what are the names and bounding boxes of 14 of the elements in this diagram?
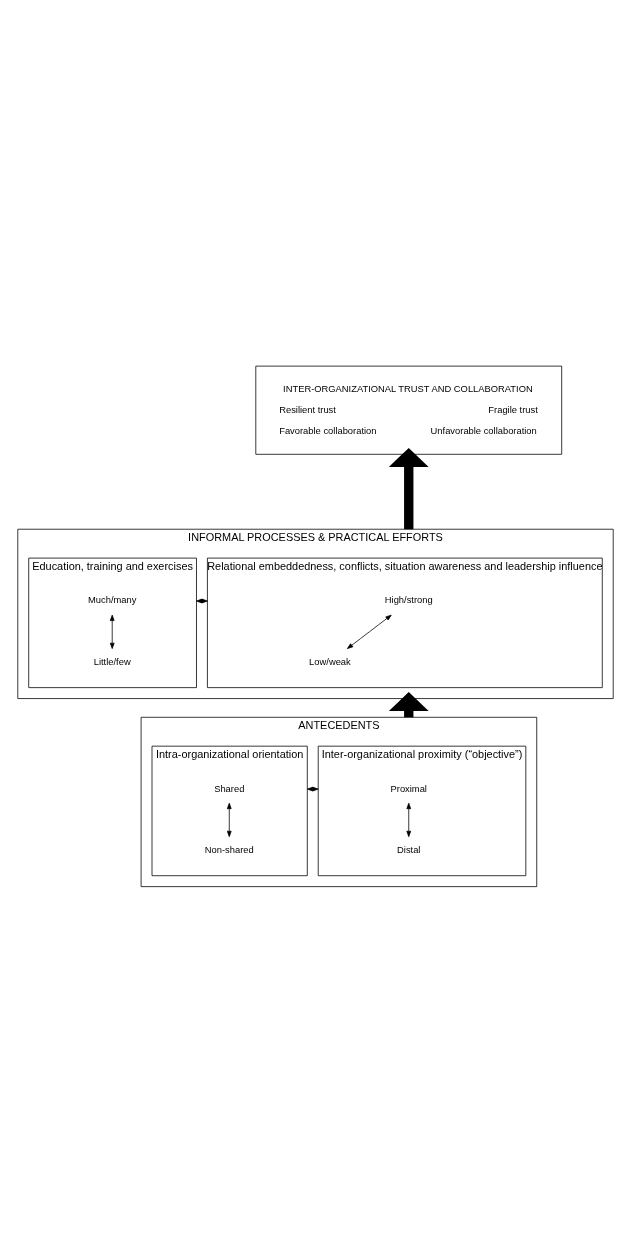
- node-text: High/strong: [384, 594, 433, 605]
- arrow: [109, 614, 115, 649]
- node-text: Distal: [397, 844, 421, 855]
- node-text: Non-shared: [204, 844, 254, 855]
- node-text: Shared: [214, 783, 245, 794]
- node-box: INTER-ORGANIZATIONAL TRUST AND COLLABORATION Resilient trust Fragile trust Favorable collaboration Unfavorable collaboration: [255, 365, 563, 455]
- node-text: Much/many: [88, 594, 137, 605]
- node-text: Proximal: [390, 783, 427, 794]
- arrow: [388, 447, 429, 529]
- arrow: [226, 802, 232, 837]
- arrow: [406, 802, 412, 837]
- node-text: Little/few: [93, 656, 131, 667]
- node-text: Low/weak: [309, 656, 351, 667]
- arrow: [347, 614, 392, 649]
